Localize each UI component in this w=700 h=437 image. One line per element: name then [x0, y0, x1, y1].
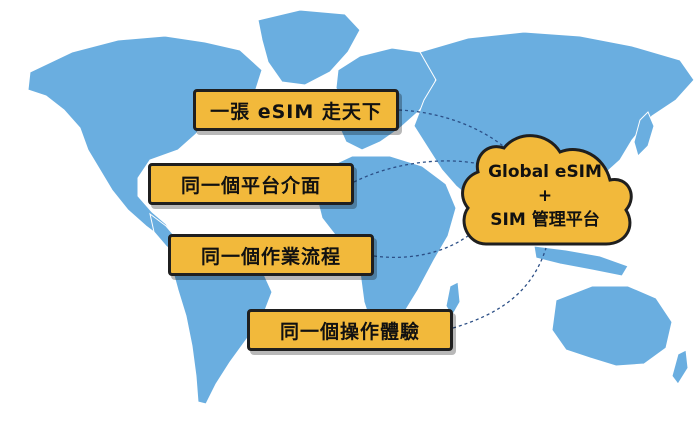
connector-2 [353, 160, 481, 183]
feature-label-one-esim: 一張 eSIM 走天下 [193, 89, 399, 131]
north-america-shape [27, 35, 263, 239]
cloud-line-2: + [537, 186, 553, 206]
australia-shape [551, 285, 673, 367]
connector-4 [452, 247, 547, 329]
cloud-shape [461, 134, 633, 246]
new-zealand-shape [671, 349, 689, 385]
feature-label-same-platform: 同一個平台介面 [148, 163, 354, 205]
feature-label-same-workflow: 同一個作業流程 [168, 234, 374, 276]
connector-1 [398, 109, 509, 151]
feature-label-same-experience: 同一個操作體驗 [247, 309, 453, 351]
indonesia-shape [533, 245, 629, 277]
japan-shape [633, 111, 655, 157]
cloud-line-1: Global eSIM [488, 162, 602, 182]
cloud-text: Global eSIM + SIM 管理平台 [470, 160, 620, 232]
madagascar-shape [445, 281, 461, 317]
cloud-line-3: SIM 管理平台 [490, 210, 600, 230]
greenland-shape [257, 9, 361, 86]
